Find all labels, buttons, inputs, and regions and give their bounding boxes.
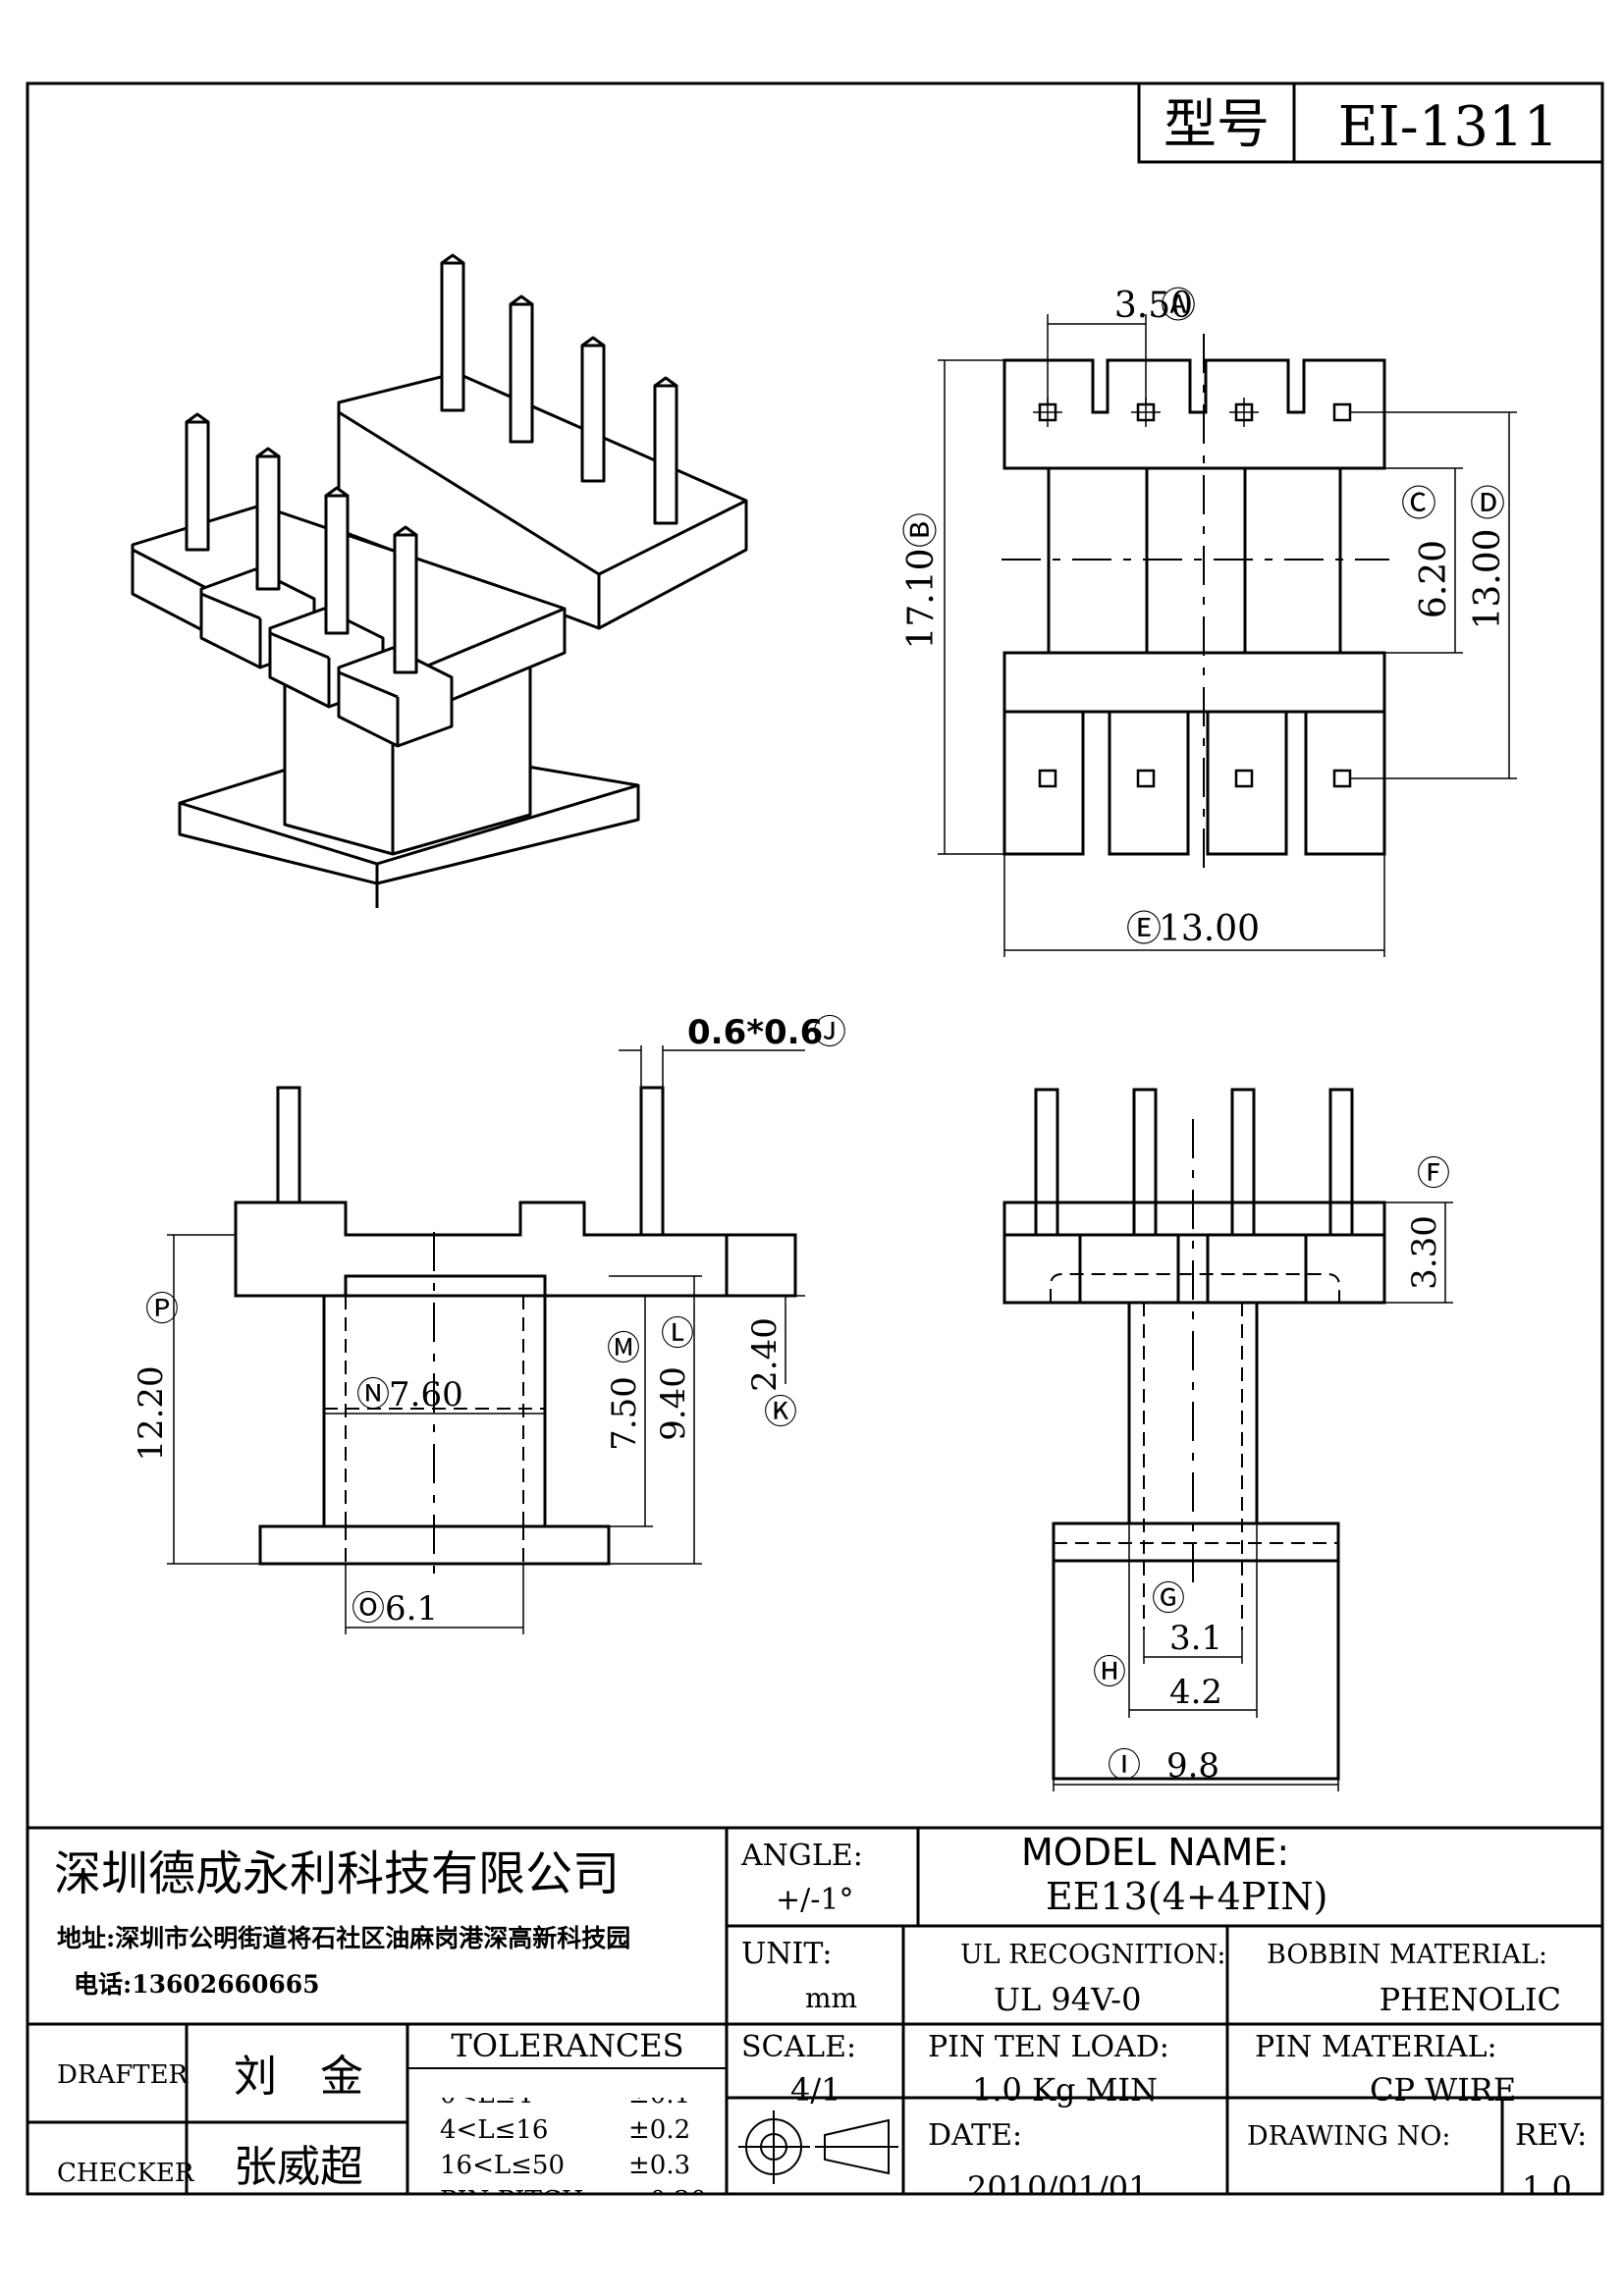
company-phone: 电话:13602660665: [74, 1970, 320, 1999]
dim-c-label: Ⓒ: [1401, 484, 1436, 524]
dim-n-value: 7.60: [389, 1375, 463, 1415]
iso-back-pin-4: [653, 384, 678, 525]
svg-text:Ⓑ: Ⓑ: [901, 512, 942, 548]
dim-h-label: Ⓗ: [1093, 1653, 1126, 1692]
side-view-right-block: [725, 1233, 797, 1298]
sheet-border: [26, 81, 1604, 2196]
dim-p-label: Ⓟ: [145, 1290, 179, 1329]
tolerances-title: TOLERANCES: [451, 2027, 683, 2064]
model-name-value: EE13(4+4PIN): [1046, 1875, 1328, 1918]
rev-label: REV:: [1515, 2118, 1587, 2153]
dim-e-value: 13.00: [1159, 909, 1260, 949]
dim-d-value: 13.00: [1468, 528, 1508, 629]
pin-load-value: 1.0 Kg MIN: [972, 2071, 1158, 2109]
iso-front-pin-4: [393, 533, 418, 674]
svg-text:Ⓙ: Ⓙ: [813, 1013, 846, 1052]
scale-label: SCALE:: [741, 2030, 856, 2064]
unit-value: mm: [805, 1982, 857, 2014]
pin-material-value: CP WIRE: [1370, 2071, 1516, 2109]
dim-a-value: 3.50: [1114, 286, 1193, 326]
iso-back-pin-1: [440, 261, 465, 412]
dim-p-value: 12.20: [132, 1365, 171, 1461]
dim-g-value: 3.1: [1169, 1619, 1222, 1658]
isometric-view: [131, 253, 748, 908]
dim-b-value: 17.10: [901, 548, 942, 649]
dim-m-value: 7.50: [605, 1376, 644, 1451]
dim-n-label: Ⓝ: [356, 1375, 390, 1415]
drafter-label: DRAFTER: [57, 2060, 189, 2090]
dim-o-label: Ⓞ: [352, 1589, 385, 1629]
side-view-upper-flange: [234, 1201, 729, 1298]
company-address: 地址:深圳市公明街道将石社区油麻岗港深高新科技园: [57, 1924, 630, 1952]
dim-l-label: Ⓛ: [661, 1314, 694, 1354]
checker-value: 张威超: [234, 2142, 363, 2192]
checker-label: CHECKER: [57, 2159, 195, 2188]
dim-j-value: 0.6*0.6: [687, 1013, 823, 1052]
dim-o-value: 6.1: [385, 1589, 438, 1629]
tol-range: 16<L≤50: [440, 2151, 565, 2180]
company-name: 深圳德成永利科技有限公司: [54, 1846, 620, 1901]
dim-f-value: 3.30: [1405, 1215, 1444, 1290]
front-view-base: [1052, 1522, 1340, 1781]
dim-m-label: Ⓜ: [607, 1329, 640, 1368]
top-view-tab-1: [1002, 710, 1085, 856]
tol-value: ±0.1: [628, 2080, 690, 2109]
tol-value: ±0.2: [628, 2115, 690, 2145]
date-label: DATE:: [928, 2118, 1022, 2153]
pin-load-label: PIN TEN LOAD:: [928, 2030, 1169, 2064]
drafter-value: 刘 金: [234, 2052, 363, 2102]
tolerances-table: 0<L≤4 ±0.1 4<L≤16 ±0.2 16<L≤50 ±0.3 PIN …: [440, 2080, 707, 2216]
dim-i-value: 9.8: [1166, 1746, 1219, 1786]
model-box-value: EI-1311: [1338, 95, 1558, 159]
ul-label: UL RECOGNITION:: [960, 1940, 1226, 1970]
model-name-label: MODEL NAME:: [1021, 1831, 1289, 1874]
iso-back-pin-2: [509, 302, 534, 444]
side-view-pin-right: [639, 1086, 665, 1237]
dim-c-value: 6.20: [1414, 540, 1454, 618]
angle-value: +/-1°: [776, 1883, 853, 1917]
tol-range: PIN PITCH: [440, 2186, 583, 2216]
dim-f-label: Ⓕ: [1417, 1154, 1450, 1194]
dim-a-label: Ⓐ: [1161, 286, 1196, 326]
date-value: 2010/01/01: [967, 2169, 1148, 2207]
dim-k-value: 2.40: [745, 1317, 785, 1392]
front-view: Ⓕ 3.30 Ⓖ 3.1 Ⓗ 4.2 Ⓘ 9.8: [1002, 1088, 1453, 1791]
rev-value: 1.0: [1522, 2169, 1572, 2207]
dim-e-label: Ⓔ: [1126, 909, 1162, 949]
model-box-label: 型号: [1164, 93, 1270, 155]
side-view: 0.6*0.6 Ⓙ Ⓟ 12.20 Ⓜ 7.50 Ⓛ 9.40 2.40 Ⓚ Ⓝ…: [132, 1013, 846, 1634]
iso-front-pin-3: [324, 494, 350, 635]
dim-d-label: Ⓓ: [1470, 484, 1505, 524]
top-view-lower-flange: [1002, 651, 1386, 714]
scale-value: 4/1: [790, 2071, 841, 2109]
tol-value: ±0.3: [628, 2151, 690, 2180]
tol-value: ±0.20: [628, 2186, 707, 2216]
tol-range: 0<L≤4: [440, 2080, 532, 2109]
top-view-upper-flange: [1002, 358, 1386, 470]
tol-range: 4<L≤16: [440, 2115, 548, 2145]
pin-material-label: PIN MATERIAL:: [1255, 2030, 1497, 2064]
dim-h-value: 4.2: [1169, 1673, 1222, 1712]
ul-value: UL 94V-0: [994, 1981, 1141, 2018]
title-block: 深圳德成永利科技有限公司 地址:深圳市公明街道将石社区油麻岗港深高新科技园 电话…: [27, 1826, 1602, 2216]
dim-k-label: Ⓚ: [764, 1393, 797, 1432]
dim-g-label: Ⓖ: [1152, 1579, 1185, 1619]
iso-front-pin-2: [255, 454, 281, 591]
bobbin-value: PHENOLIC: [1380, 1981, 1561, 2018]
top-view: Ⓐ 3.50 17.10 Ⓑ Ⓒ 6.20 Ⓓ 13.00 Ⓔ 13.00: [901, 286, 1517, 957]
drawing-no-label: DRAWING NO:: [1247, 2121, 1450, 2152]
projection-symbol-icon: [738, 2110, 898, 2184]
dim-l-value: 9.40: [654, 1366, 693, 1441]
dim-i-label: Ⓘ: [1108, 1746, 1141, 1786]
model-box: 型号 EI-1311: [1137, 81, 1604, 164]
bobbin-label: BOBBIN MATERIAL:: [1267, 1940, 1547, 1970]
front-view-flange: [1002, 1201, 1386, 1305]
iso-back-pin-3: [580, 344, 606, 483]
angle-label: ANGLE:: [740, 1839, 863, 1873]
iso-front-pin-1: [185, 420, 210, 552]
unit-label: UNIT:: [741, 1937, 832, 1971]
